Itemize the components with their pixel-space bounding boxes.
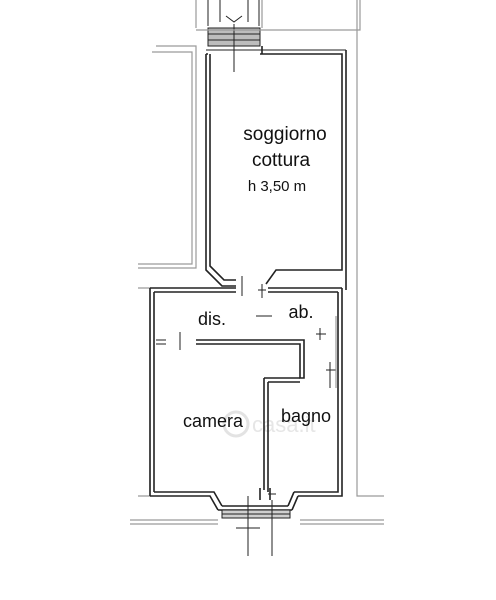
watermark-text: casa.it [252, 412, 316, 437]
living-room-walls [205, 46, 347, 298]
watermark: casa.it [222, 410, 316, 438]
room-labels: soggiorno cottura h 3,50 m dis. ab. came… [183, 124, 331, 431]
living-room-height: h 3,50 m [248, 178, 306, 195]
bedroom-label: camera [183, 411, 244, 431]
hallway-label: dis. [198, 309, 226, 329]
hallway-walls [150, 287, 343, 388]
bedroom-bathroom-walls [149, 288, 343, 556]
living-room-label-line1: soggiorno [243, 124, 326, 145]
bathroom-label: bagno [281, 406, 331, 426]
top-staircase [195, 0, 263, 72]
closet-label: ab. [288, 302, 313, 322]
living-room-label-line2: cottura [252, 150, 311, 171]
